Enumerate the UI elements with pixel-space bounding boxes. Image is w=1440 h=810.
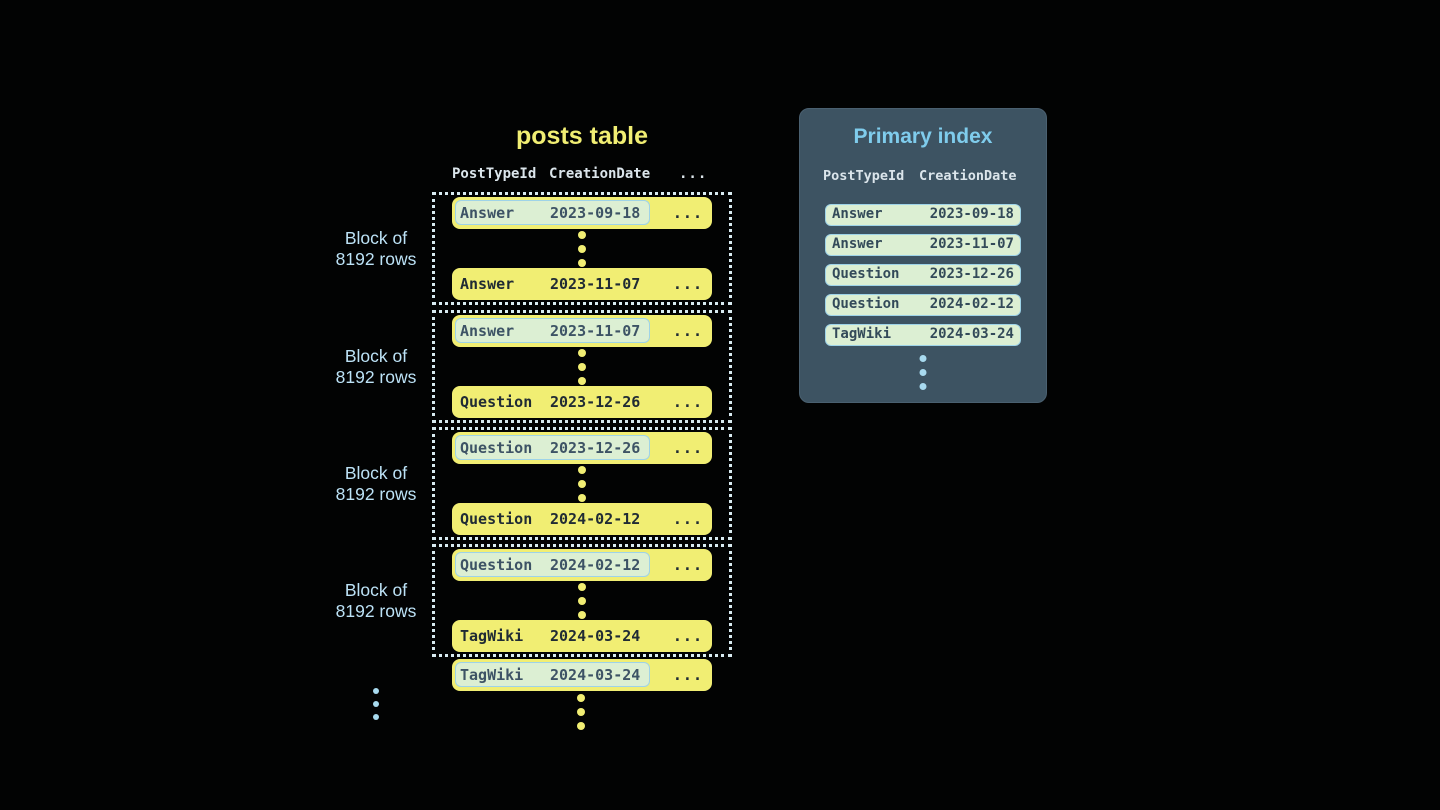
block-label-line1: Block of: [344, 227, 408, 248]
block-label-line2: 8192 rows: [335, 248, 417, 269]
cell-ellipsis: ...: [672, 439, 703, 457]
cell-ellipsis: ...: [672, 204, 703, 222]
vertical-dots-icon: [578, 583, 586, 619]
primary-index-panel: Primary index PostTypeId CreationDate An…: [799, 108, 1047, 403]
block-label-2: Block of 8192 rows: [296, 310, 456, 423]
cell-ellipsis: ...: [672, 627, 703, 645]
cell-creationdate: 2023-09-18: [929, 206, 1014, 222]
table-row: Answer 2023-11-07 ...: [452, 268, 712, 300]
cell-creationdate: 2023-12-26: [550, 393, 641, 411]
cell-creationdate: 2024-02-12: [550, 556, 641, 574]
cell-creationdate: 2023-12-26: [929, 266, 1014, 282]
index-entry: Question 2023-12-26: [825, 264, 1021, 286]
cell-creationdate: 2023-11-07: [929, 236, 1014, 252]
cell-ellipsis: ...: [672, 666, 703, 684]
block-label-line1: Block of: [344, 462, 408, 483]
block-label-4: Block of 8192 rows: [296, 544, 456, 657]
table-row: Answer 2023-09-18 ...: [452, 197, 712, 229]
cell-posttypeid: Question: [832, 296, 900, 312]
cell-creationdate: 2024-02-12: [550, 510, 641, 528]
primary-index-title: Primary index: [853, 125, 993, 148]
vertical-dots-icon: [919, 355, 927, 390]
cell-creationdate: 2023-12-26: [550, 439, 641, 457]
index-entry: TagWiki 2024-03-24: [825, 324, 1021, 346]
cell-posttypeid: Answer: [832, 236, 883, 252]
block-label-3: Block of 8192 rows: [296, 427, 456, 540]
posts-block-2: Answer 2023-11-07 ... Question 2023-12-2…: [432, 310, 732, 423]
vertical-dots-icon: [373, 688, 379, 720]
vertical-dots-icon: [578, 349, 586, 385]
cell-posttypeid: Question: [460, 556, 533, 574]
cell-ellipsis: ...: [672, 510, 703, 528]
cell-posttypeid: Question: [460, 510, 533, 528]
cell-posttypeid: Question: [460, 393, 533, 411]
index-entry: Answer 2023-11-07: [825, 234, 1021, 256]
posts-block-4: Question 2024-02-12 ... TagWiki 2024-03-…: [432, 544, 732, 657]
block-label-line1: Block of: [344, 345, 408, 366]
block-label-line2: 8192 rows: [335, 366, 417, 387]
index-highlight-box: [455, 662, 650, 687]
table-row: Question 2024-02-12 ...: [452, 503, 712, 535]
cell-posttypeid: TagWiki: [460, 627, 524, 645]
column-header-creationdate: CreationDate: [919, 168, 1017, 184]
index-entry: Answer 2023-09-18: [825, 204, 1021, 226]
cell-ellipsis: ...: [672, 393, 703, 411]
column-header-posttypeid: PostTypeId: [452, 166, 537, 182]
column-header-posttypeid: PostTypeId: [823, 168, 905, 184]
index-highlight-box: [455, 552, 650, 577]
table-row: Question 2023-12-26 ...: [452, 386, 712, 418]
cell-creationdate: 2023-09-18: [550, 204, 641, 222]
cell-posttypeid: TagWiki: [832, 326, 892, 342]
posts-table-title: posts table: [516, 122, 648, 150]
cell-posttypeid: Answer: [460, 275, 515, 293]
table-row: TagWiki 2024-03-24 ...: [452, 659, 712, 691]
cell-creationdate: 2024-02-12: [929, 296, 1014, 312]
cell-posttypeid: Answer: [832, 206, 883, 222]
posts-table-column-headers: PostTypeId CreationDate ...: [452, 166, 732, 186]
block-label-line2: 8192 rows: [335, 483, 417, 504]
cell-ellipsis: ...: [672, 322, 703, 340]
table-row: Question 2023-12-26 ...: [452, 432, 712, 464]
block-label-1: Block of 8192 rows: [296, 192, 456, 305]
cell-creationdate: 2024-03-24: [550, 627, 641, 645]
vertical-dots-icon: [578, 231, 586, 267]
cell-posttypeid: Question: [460, 439, 533, 457]
block-label-line2: 8192 rows: [335, 600, 417, 621]
column-header-creationdate: CreationDate: [549, 166, 651, 182]
cell-posttypeid: Question: [832, 266, 900, 282]
posts-block-3: Question 2023-12-26 ... Question 2024-02…: [432, 427, 732, 540]
cell-creationdate: 2024-03-24: [929, 326, 1014, 342]
column-header-ellipsis: ...: [679, 166, 708, 182]
cell-posttypeid: Answer: [460, 204, 515, 222]
cell-ellipsis: ...: [672, 556, 703, 574]
cell-posttypeid: TagWiki: [460, 666, 524, 684]
cell-creationdate: 2023-11-07: [550, 275, 641, 293]
index-highlight-box: [455, 318, 650, 343]
table-row: Question 2024-02-12 ...: [452, 549, 712, 581]
cell-posttypeid: Answer: [460, 322, 515, 340]
table-row: Answer 2023-11-07 ...: [452, 315, 712, 347]
vertical-dots-icon: [578, 466, 586, 502]
index-highlight-box: [455, 200, 650, 225]
vertical-dots-icon: [577, 694, 585, 730]
cell-creationdate: 2023-11-07: [550, 322, 641, 340]
block-label-line1: Block of: [344, 579, 408, 600]
cell-creationdate: 2024-03-24: [550, 666, 641, 684]
table-row: TagWiki 2024-03-24 ...: [452, 620, 712, 652]
index-highlight-box: [455, 435, 650, 460]
posts-block-1: Answer 2023-09-18 ... Answer 2023-11-07 …: [432, 192, 732, 305]
cell-ellipsis: ...: [672, 275, 703, 293]
index-entry: Question 2024-02-12: [825, 294, 1021, 316]
